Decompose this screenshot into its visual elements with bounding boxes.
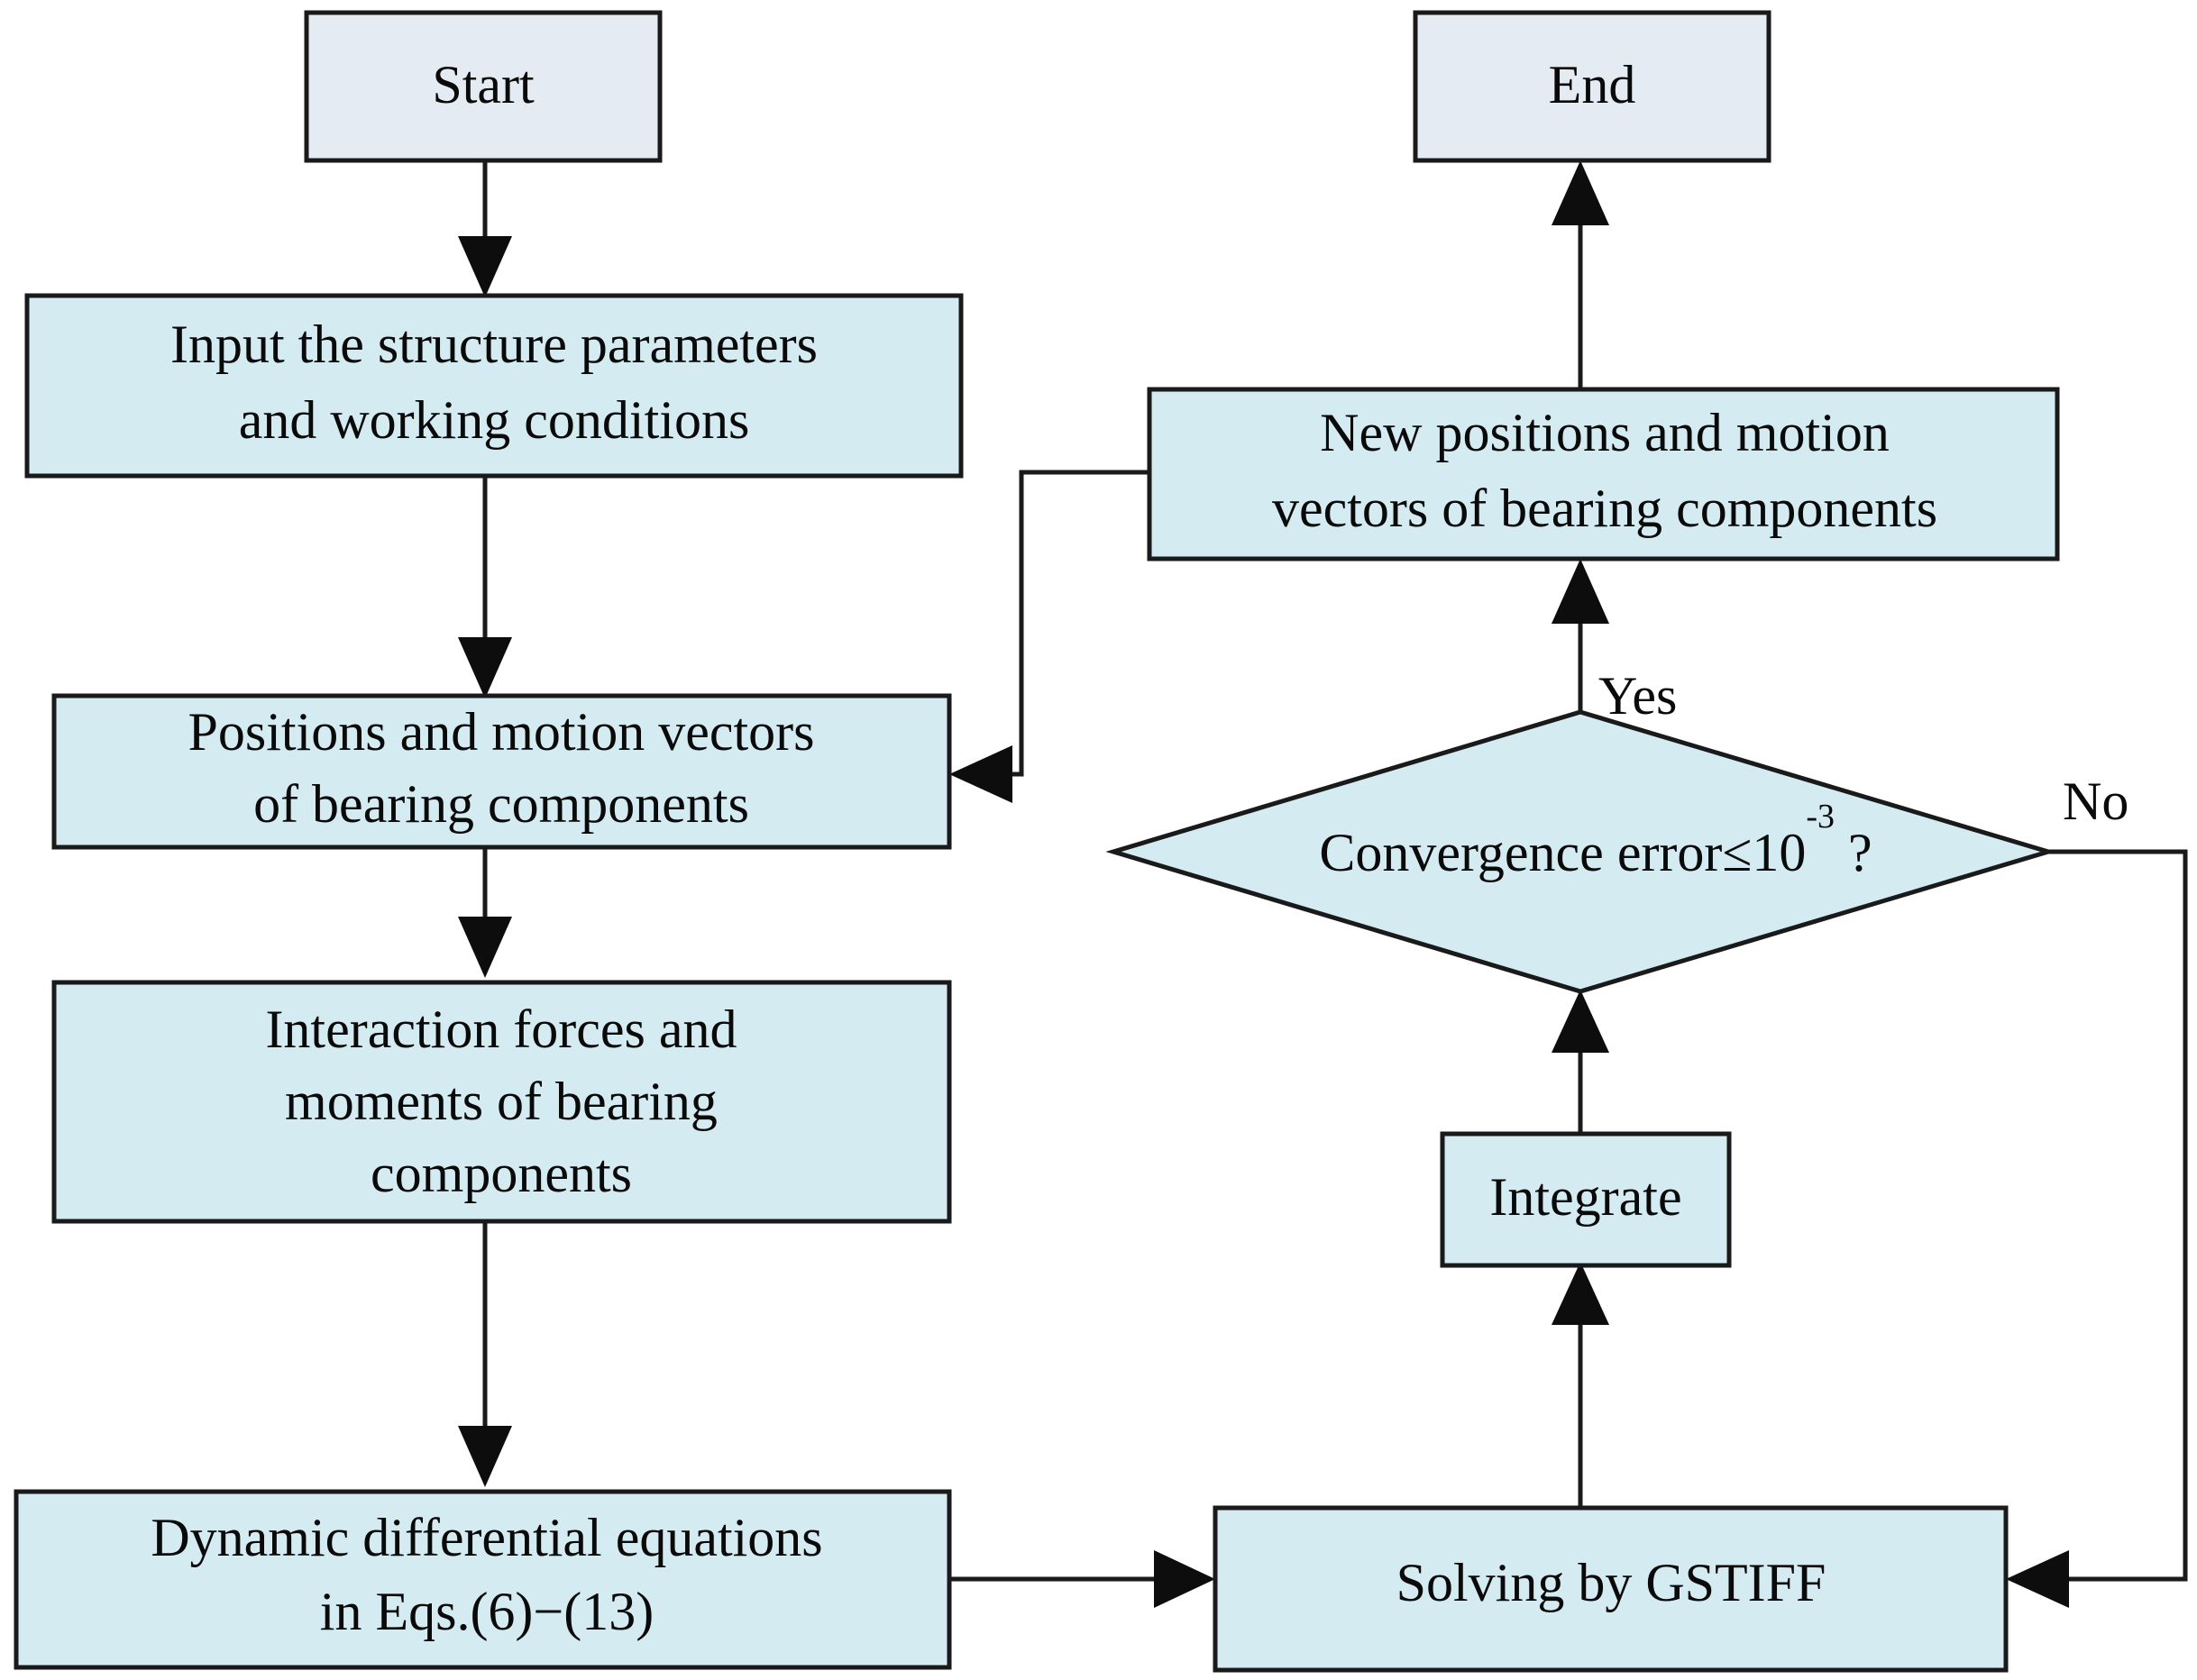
- edge-start-to-input: [458, 160, 512, 297]
- node-positions-motion-vectors[interactable]: Positions and motion vectors of bearing …: [51, 693, 952, 850]
- node-interaction-forces[interactable]: Interaction forces and moments of bearin…: [51, 980, 952, 1224]
- convergence-text-suffix: ?: [1835, 823, 1872, 882]
- convergence-text-exponent: -3: [1806, 798, 1835, 835]
- convergence-text-prefix: Convergence error≤10: [1319, 823, 1806, 882]
- node-convergence-check-label: Convergence error≤10-3 ?: [1224, 798, 1939, 882]
- edge-dynamic-to-solving: [949, 1550, 1215, 1608]
- edge-input-to-positions: [458, 476, 512, 698]
- node-start-label: Start: [432, 55, 535, 114]
- node-input-parameters[interactable]: Input the structure parameters and worki…: [24, 293, 964, 479]
- node-dynamic-equations[interactable]: Dynamic differential equations in Eqs.(6…: [14, 1489, 952, 1670]
- edge-integrate-to-convergence: [1552, 990, 1609, 1134]
- node-solving-gstiff-label: Solving by GSTIFF: [1396, 1553, 1826, 1612]
- node-input-parameters-line-1: Input the structure parameters: [170, 315, 818, 374]
- node-dynamic-line-1: Dynamic differential equations: [151, 1508, 822, 1567]
- node-positions-line-1: Positions and motion vectors: [188, 702, 815, 762]
- edge-new-positions-feedback-to-positions: [949, 470, 1149, 803]
- node-interaction-line-3: components: [371, 1144, 632, 1203]
- node-solving-gstiff[interactable]: Solving by GSTIFF: [1213, 1505, 2009, 1673]
- node-interaction-line-1: Interaction forces and: [265, 1000, 737, 1059]
- node-dynamic-line-2: in Eqs.(6)−(13): [320, 1582, 654, 1641]
- edge-interaction-to-dynamic: [458, 1221, 512, 1487]
- edge-convergence-yes-to-new-positions: [1552, 559, 1609, 712]
- edge-label-yes: Yes: [1598, 666, 1677, 726]
- node-new-positions[interactable]: New positions and motion vectors of bear…: [1147, 387, 2060, 562]
- node-interaction-line-2: moments of bearing: [285, 1072, 718, 1131]
- node-integrate[interactable]: Integrate: [1440, 1131, 1732, 1268]
- edge-solving-to-integrate: [1552, 1262, 1609, 1508]
- node-end[interactable]: End: [1413, 10, 1771, 163]
- edge-positions-to-interaction: [458, 847, 512, 978]
- node-new-positions-line-1: New positions and motion: [1320, 403, 1890, 462]
- edge-label-no: No: [2063, 772, 2128, 831]
- node-convergence-check[interactable]: Convergence error≤10-3 ?: [1105, 709, 2056, 994]
- node-end-label: End: [1549, 55, 1636, 114]
- node-positions-line-2: of bearing components: [253, 774, 749, 834]
- node-new-positions-line-2: vectors of bearing components: [1272, 479, 1937, 538]
- edge-convergence-no-to-solving: [2006, 849, 2188, 1608]
- edge-new-positions-to-end: [1552, 160, 1609, 389]
- node-integrate-label: Integrate: [1489, 1167, 1681, 1227]
- node-input-parameters-line-2: and working conditions: [239, 390, 750, 450]
- node-start[interactable]: Start: [304, 10, 663, 163]
